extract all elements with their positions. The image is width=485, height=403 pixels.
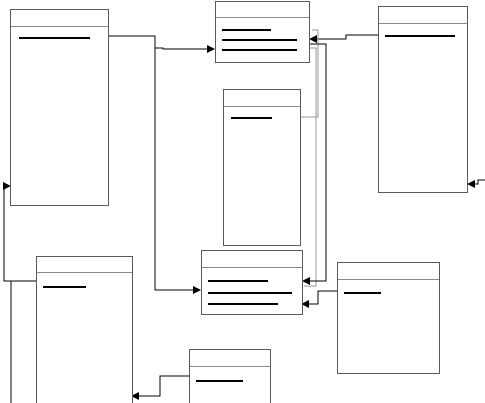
connector-c-to-e	[302, 43, 327, 285]
connector-external-to-d	[467, 179, 485, 188]
entity-c[interactable]	[223, 89, 301, 246]
entity-h-frame	[189, 349, 271, 403]
entity-f[interactable]	[337, 262, 440, 374]
connector-h-to-g	[131, 375, 189, 400]
entity-b[interactable]	[215, 1, 310, 63]
entity-h[interactable]	[189, 349, 271, 403]
entity-d-frame	[378, 6, 468, 193]
entity-a-frame	[10, 9, 109, 206]
entity-b-frame	[215, 1, 310, 63]
entity-d[interactable]	[378, 6, 468, 193]
entity-e[interactable]	[201, 250, 303, 315]
connector-a-to-b	[108, 35, 215, 53]
connector-g-to-a	[3, 182, 37, 282]
relationship-lines	[3, 29, 485, 403]
entity-g[interactable]	[36, 256, 133, 403]
entity-a[interactable]	[10, 9, 109, 206]
entity-g-frame	[36, 256, 133, 403]
connector-f-to-e	[301, 290, 338, 308]
connector-c-to-b	[300, 29, 319, 118]
entity-c-frame	[223, 89, 301, 246]
connector-a-to-e	[108, 35, 201, 294]
connector-d-to-b	[309, 34, 378, 43]
connector-c-to-e-shadow	[304, 47, 317, 287]
entity-f-frame	[337, 262, 440, 374]
